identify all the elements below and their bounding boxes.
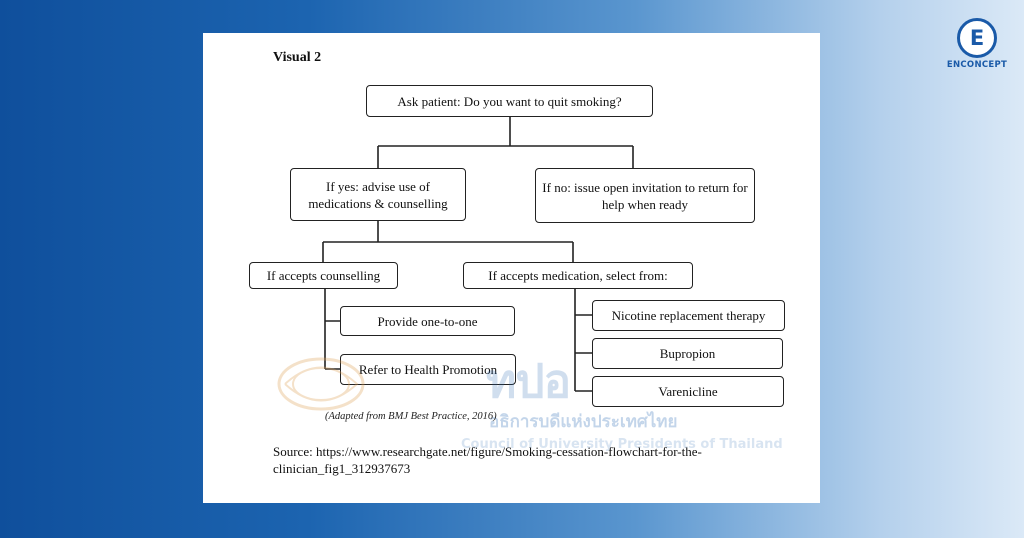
node-refer-health-promotion: Refer to Health Promotion: [340, 354, 516, 385]
node-if-yes: If yes: advise use of medications & coun…: [290, 168, 466, 221]
edge-yes-branches: [322, 221, 574, 262]
source-citation: Source: https://www.researchgate.net/fig…: [273, 444, 702, 476]
edge-root-branches: [377, 117, 634, 168]
node-if-no: If no: issue open invitation to return f…: [535, 168, 755, 223]
visual-title: Visual 2: [273, 50, 322, 65]
node-accepts-counselling: If accepts counselling: [249, 262, 398, 289]
enconcept-e-icon: E: [957, 18, 997, 58]
enconcept-logo: E ENCONCEPT: [946, 18, 1008, 70]
node-ask-patient: Ask patient: Do you want to quit smoking…: [366, 85, 653, 117]
node-varenicline: Varenicline: [592, 376, 784, 407]
watermark-english-name: Council of University Presidents of Thai…: [461, 437, 783, 452]
flowchart-connectors: [322, 117, 634, 392]
watermark-acronym: ทปอ: [486, 354, 571, 408]
watermark-thai-name: อธิการบดีแห่งประเทศไทย: [489, 412, 678, 432]
university-council-watermark-icon: [277, 357, 365, 411]
brand-name: ENCONCEPT: [946, 60, 1008, 70]
visual-card: Visual 2 Ask patient: Do you want to qui…: [203, 33, 820, 503]
node-nicotine-replacement: Nicotine replacement therapy: [592, 300, 785, 331]
edge-medication-options: [574, 289, 592, 392]
attribution-note: (Adapted from BMJ Best Practice, 2016): [325, 411, 497, 422]
node-bupropion: Bupropion: [592, 338, 783, 369]
node-accepts-medication: If accepts medication, select from:: [463, 262, 693, 289]
svg-text:E: E: [970, 26, 984, 50]
node-provide-one-to-one: Provide one-to-one: [340, 306, 515, 336]
edge-counselling-options: [324, 289, 340, 370]
